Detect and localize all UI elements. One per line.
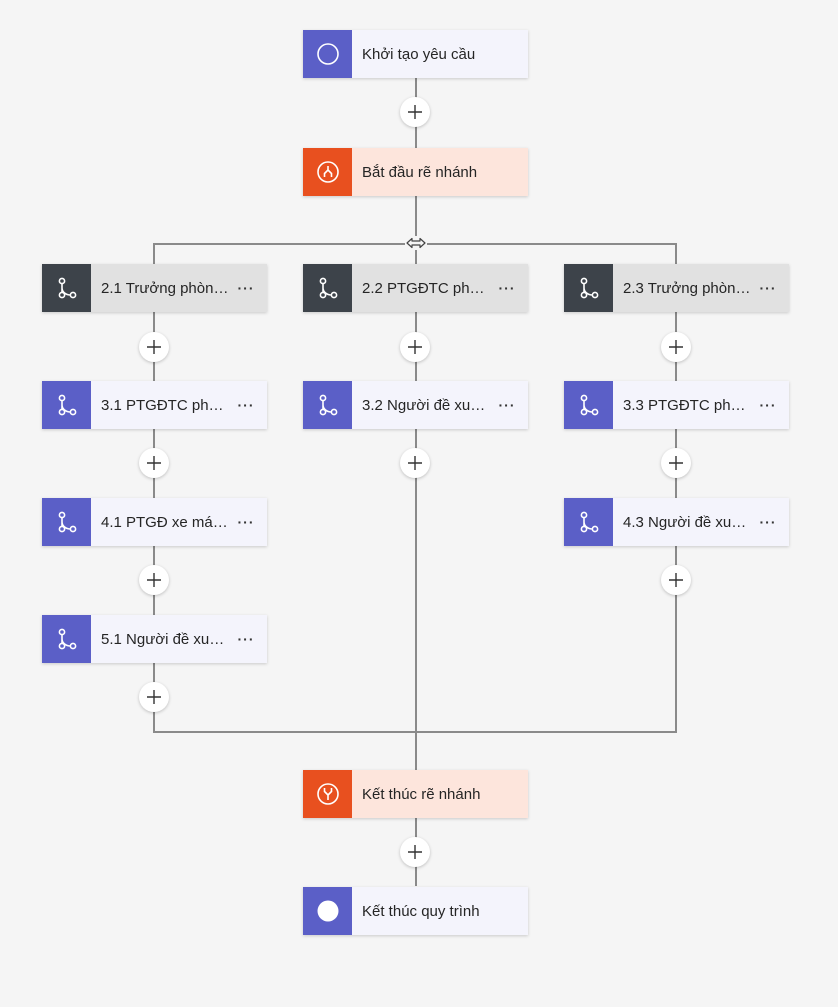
add-step-button[interactable] [139,448,169,478]
add-step-button[interactable] [139,565,169,595]
step-card-2-1[interactable]: 2.1 Trưởng phòng kỹ thuật phê duyệt ··· [42,264,267,312]
more-options-button[interactable]: ··· [759,514,777,530]
start-step-label: Khởi tạo yêu cầu [362,45,476,63]
step-label: 2.3 Trưởng phòng kinh doanh phê duyệt [623,279,753,297]
add-step-button[interactable] [400,448,430,478]
start-step-card[interactable]: Khởi tạo yêu cầu [303,30,528,78]
step-card-3-1[interactable]: 3.1 PTGĐTC phê duyệt ··· [42,381,267,429]
branch-end-card[interactable]: Kết thúc rẽ nhánh [303,770,528,818]
step-card-4-1[interactable]: 4.1 PTGĐ xe máy phê duyệt ··· [42,498,267,546]
step-label: 4.3 Người đề xuất xác nhận [623,513,753,531]
approval-flow-icon [42,264,91,312]
plus-icon [408,845,422,859]
step-card-2-3[interactable]: 2.3 Trưởng phòng kinh doanh phê duyệt ··… [564,264,789,312]
approval-flow-icon [564,498,613,546]
approval-flow-icon [42,498,91,546]
plus-icon [147,690,161,704]
branch-resize-handle[interactable] [405,236,427,250]
step-card-4-3[interactable]: 4.3 Người đề xuất xác nhận ··· [564,498,789,546]
add-step-button[interactable] [400,97,430,127]
add-step-button[interactable] [139,332,169,362]
add-step-button[interactable] [400,837,430,867]
plus-icon [147,456,161,470]
approval-flow-icon [564,264,613,312]
connector-line [675,243,677,264]
step-label: 3.3 PTGĐTC phê duyệt [623,396,753,414]
approval-flow-icon [42,615,91,663]
step-card-2-2[interactable]: 2.2 PTGĐTC phê duyệt ··· [303,264,528,312]
add-step-button[interactable] [661,565,691,595]
plus-icon [408,456,422,470]
end-step-label: Kết thúc quy trình [362,902,480,920]
step-label: 2.1 Trưởng phòng kỹ thuật phê duyệt [101,279,231,297]
circle-filled-icon [303,887,352,935]
add-step-button[interactable] [661,332,691,362]
connector-line [153,243,155,264]
plus-icon [147,573,161,587]
more-options-button[interactable]: ··· [237,514,255,530]
add-step-button[interactable] [139,682,169,712]
more-options-button[interactable]: ··· [237,397,255,413]
more-options-button[interactable]: ··· [237,631,255,647]
approval-flow-icon [303,381,352,429]
connector-line [415,312,417,770]
more-options-button[interactable]: ··· [759,397,777,413]
plus-icon [147,340,161,354]
plus-icon [408,340,422,354]
step-card-3-3[interactable]: 3.3 PTGĐTC phê duyệt ··· [564,381,789,429]
branch-start-card[interactable]: Bắt đầu rẽ nhánh [303,148,528,196]
plus-icon [669,573,683,587]
approval-flow-icon [564,381,613,429]
plus-icon [669,340,683,354]
branch-start-label: Bắt đầu rẽ nhánh [362,163,478,181]
step-label: 5.1 Người đề xuất xác nhận [101,630,231,648]
end-step-card[interactable]: Kết thúc quy trình [303,887,528,935]
step-label: 3.1 PTGĐTC phê duyệt [101,396,231,414]
more-options-button[interactable]: ··· [498,280,516,296]
add-step-button[interactable] [400,332,430,362]
approval-flow-icon [42,381,91,429]
step-card-3-2[interactable]: 3.2 Người đề xuất xác nhận ··· [303,381,528,429]
step-card-5-1[interactable]: 5.1 Người đề xuất xác nhận ··· [42,615,267,663]
branch-split-icon [303,148,352,196]
branch-merge-icon [303,770,352,818]
branch-bottom-bar [153,731,677,733]
plus-icon [408,105,422,119]
horizontal-resize-icon [406,237,426,249]
add-step-button[interactable] [661,448,691,478]
step-label: 3.2 Người đề xuất xác nhận [362,396,492,414]
step-label: 4.1 PTGĐ xe máy phê duyệt [101,513,231,531]
connector-line [415,243,417,264]
step-label: 2.2 PTGĐTC phê duyệt [362,279,492,297]
connector-line [415,196,417,244]
plus-icon [669,456,683,470]
approval-flow-icon [303,264,352,312]
more-options-button[interactable]: ··· [759,280,777,296]
more-options-button[interactable]: ··· [498,397,516,413]
more-options-button[interactable]: ··· [237,280,255,296]
circle-outline-icon [303,30,352,78]
branch-end-label: Kết thúc rẽ nhánh [362,785,481,803]
